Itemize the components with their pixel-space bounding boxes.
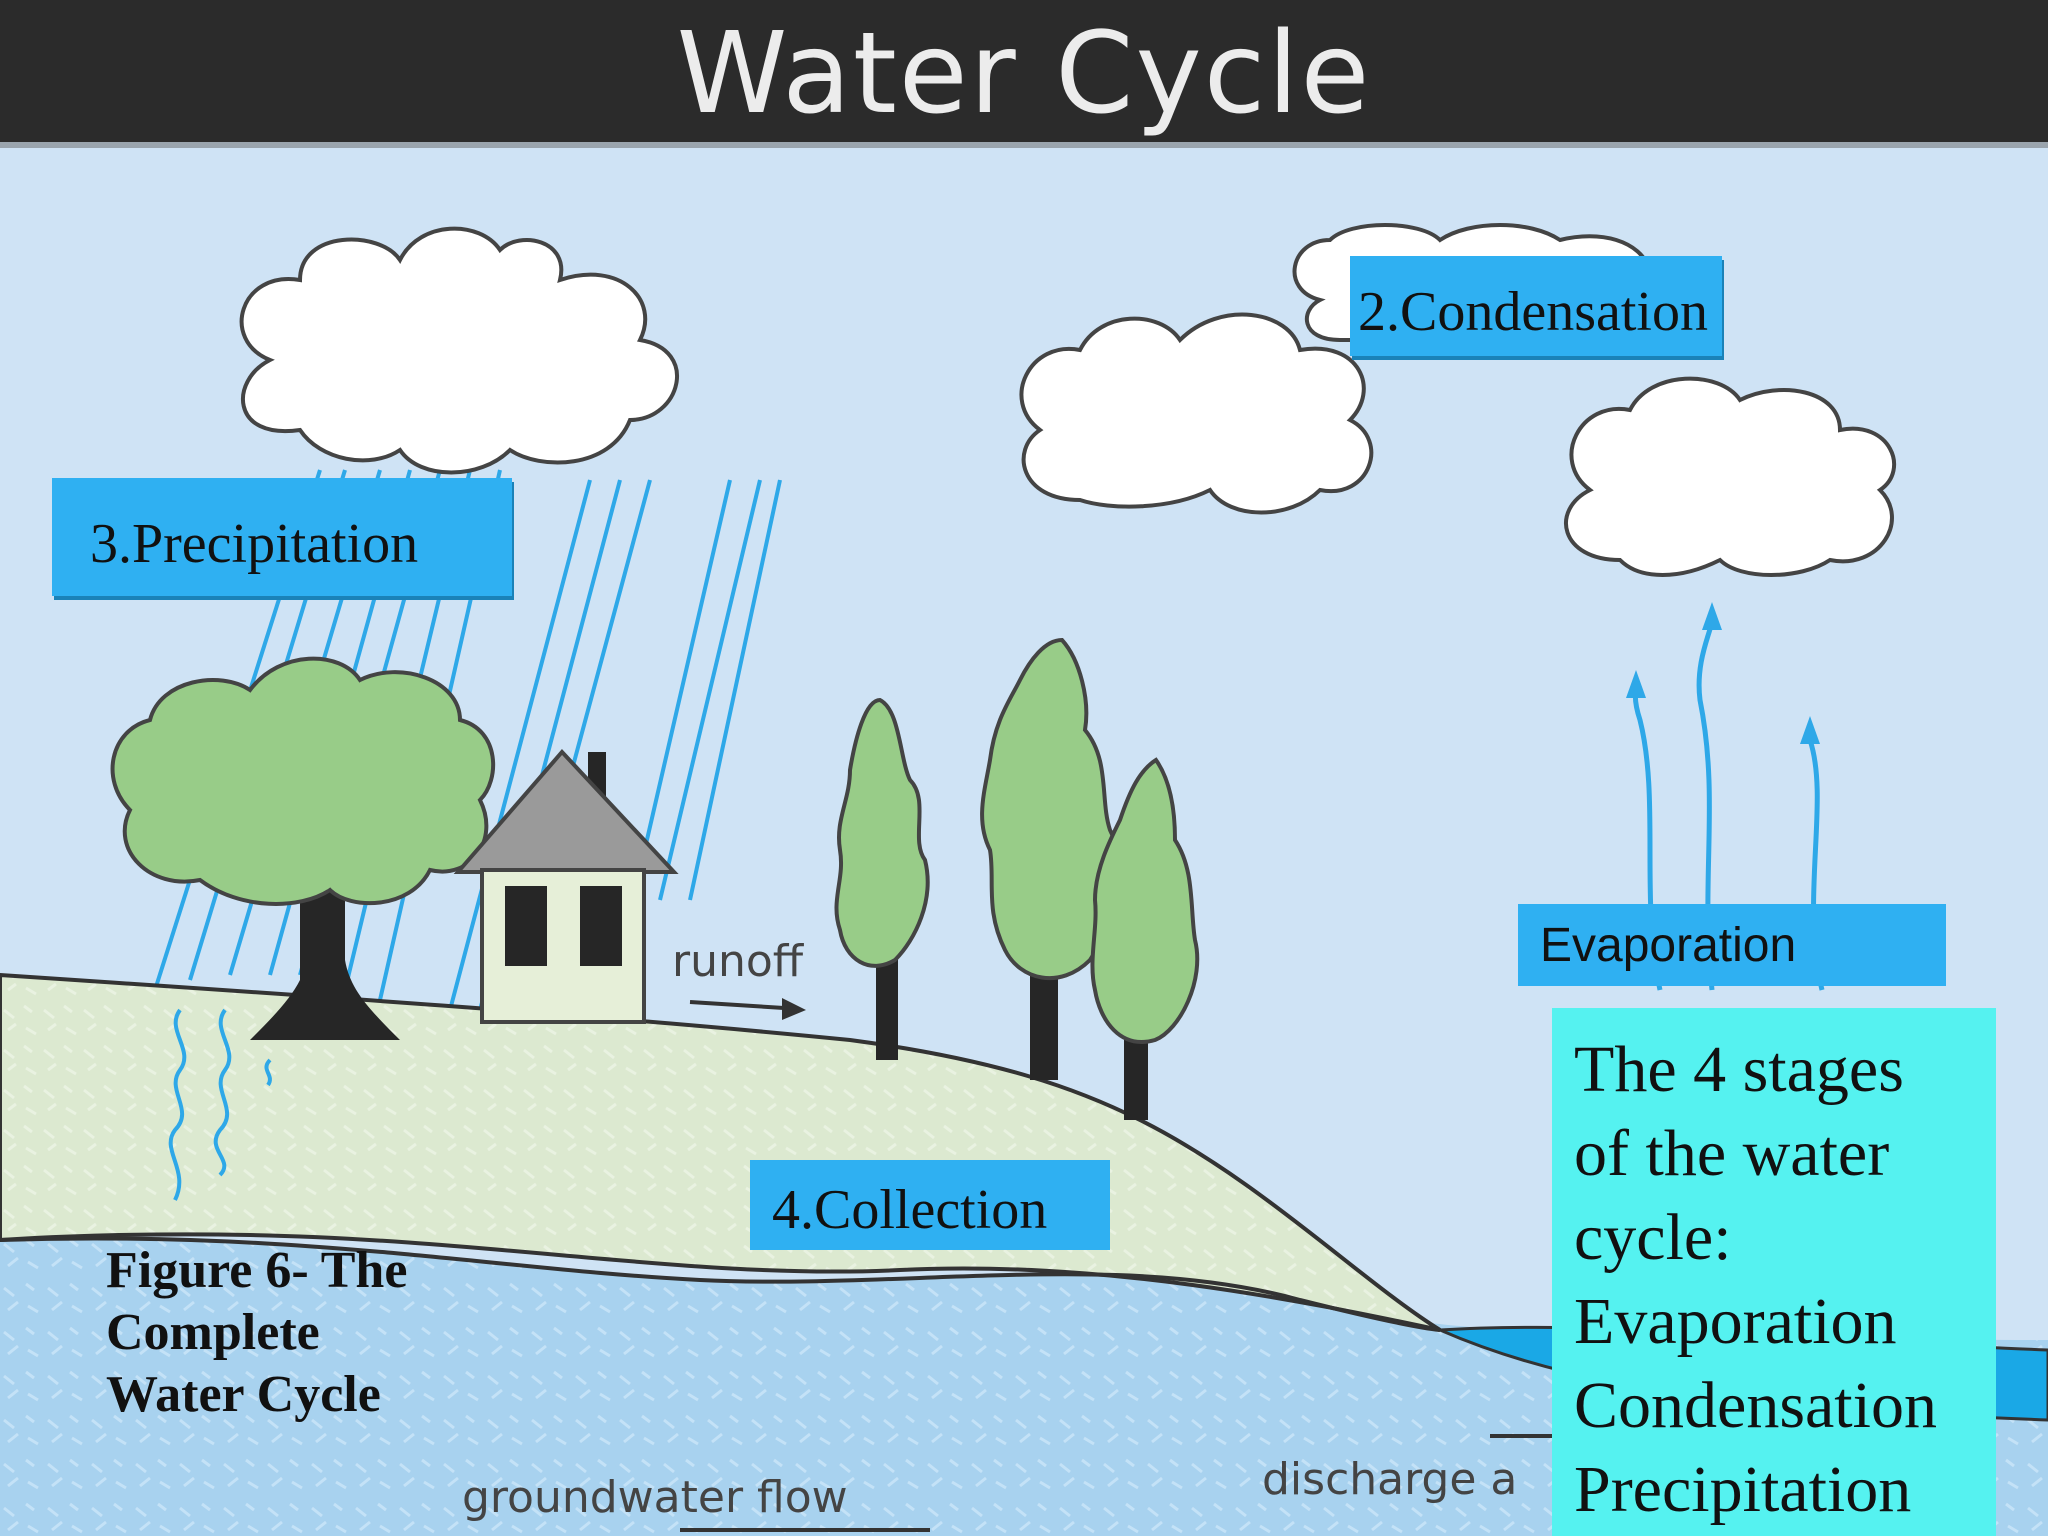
groundwater-layer (0, 1238, 2048, 1536)
house (453, 749, 679, 1024)
title-bar: Water Cycle (0, 0, 2048, 148)
tree-tall (980, 637, 1121, 1080)
page-title: Water Cycle (676, 9, 1372, 139)
big-tree-canopy (110, 656, 495, 906)
summary-line: Evaporation (1574, 1285, 1897, 1358)
summary-line: Precipitation (1574, 1453, 1912, 1526)
tree-right (1090, 757, 1200, 1120)
cloud-left (239, 226, 679, 475)
evaporation-label: Evaporation (1518, 904, 1946, 986)
groundwater-boundary (0, 1236, 1441, 1332)
summary-line: of the water (1574, 1117, 1890, 1190)
caption-line: Complete (106, 1304, 320, 1361)
summary-line: Condensation (1574, 1369, 1937, 1442)
tree-small (834, 697, 930, 1060)
big-tree-trunk (250, 890, 400, 1040)
summary-line: The 4 stages (1574, 1033, 1904, 1106)
condensation-label: 2.Condensation (1350, 256, 1722, 356)
cloud-right (1564, 376, 1897, 577)
cloud-mid (1019, 312, 1374, 515)
runoff-label: runoff (672, 936, 805, 987)
precipitation-label: 3.Precipitation (52, 478, 512, 596)
figure-caption: Figure 6- The Complete Water Cycle (106, 1240, 526, 1426)
runoff-arrow (689, 998, 806, 1020)
summary-line: cycle: (1574, 1201, 1732, 1274)
caption-line: Figure 6- The (106, 1242, 408, 1299)
infiltration-lines (168, 1008, 272, 1201)
discharge-label: discharge a (1262, 1454, 1517, 1505)
groundwater-flow-label: groundwater flow (462, 1472, 848, 1523)
caption-line: Water Cycle (106, 1366, 381, 1423)
stages-summary-box: The 4 stages of the water cycle: Evapora… (1552, 1008, 1996, 1536)
evaporation-arrowheads (1626, 602, 1820, 744)
collection-label: 4.Collection (750, 1160, 1110, 1250)
